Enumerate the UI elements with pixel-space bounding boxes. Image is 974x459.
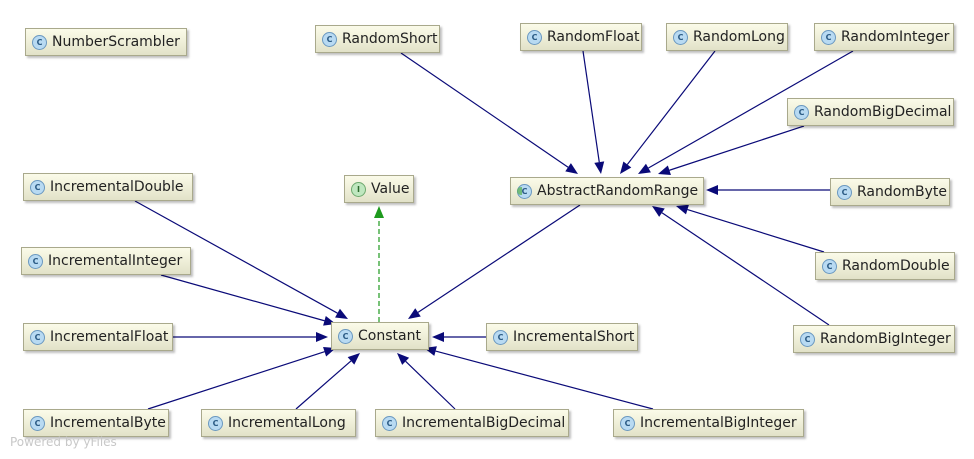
node-random-big-decimal[interactable]: C RandomBigDecimal [787,98,954,126]
node-value[interactable]: I Value [344,175,414,203]
edge-random-big-decimal-to-abstract-random-range [669,125,805,171]
node-label: RandomLong [693,29,785,45]
node-constant[interactable]: C Constant [331,322,429,350]
node-label: RandomInteger [841,29,950,45]
interface-icon: I [351,181,366,197]
class-icon: C [322,31,337,47]
node-label: AbstractRandomRange [537,183,699,199]
edge-random-big-integer-to-abstract-random-range [661,212,830,326]
class-icon: C [30,329,45,345]
edge-random-float-to-abstract-random-range [582,50,600,163]
edge-abstract-random-range-to-constant [417,204,581,313]
class-icon: C [208,415,223,431]
node-label: RandomBigInteger [820,331,951,347]
node-label: IncrementalDouble [50,179,184,195]
node-incremental-integer[interactable]: C IncrementalInteger [21,247,191,275]
node-label: IncrementalBigDecimal [402,415,566,431]
class-icon: C [673,29,688,45]
node-incremental-long[interactable]: C IncrementalLong [201,409,356,437]
edge-random-long-to-abstract-random-range [626,50,716,165]
node-incremental-big-integer[interactable]: C IncrementalBigInteger [613,409,804,437]
arrowhead [347,353,360,365]
watermark: Powered by yFiles [10,435,117,449]
node-incremental-byte[interactable]: C IncrementalByte [23,409,169,437]
class-icon: C [620,415,635,431]
node-label: RandomFloat [547,29,640,45]
node-random-double[interactable]: C RandomDouble [815,252,955,280]
class-icon: C [800,331,815,347]
arrowhead [620,161,632,174]
edge-incremental-byte-to-constant [147,351,325,410]
edge-random-short-to-abstract-random-range [400,52,569,168]
node-label: NumberScrambler [52,34,180,50]
arrowhead [432,332,444,342]
class-icon: C [821,29,836,45]
class-icon: C [30,415,45,431]
arrowhead [397,353,410,365]
node-label: RandomBigDecimal [814,104,952,120]
edge-incremental-big-decimal-to-constant [405,360,456,410]
edge-random-double-to-abstract-random-range [687,208,825,253]
edge-incremental-big-integer-to-constant [435,350,654,410]
node-label: RandomByte [857,184,947,200]
class-icon: C [338,328,353,344]
node-incremental-big-decimal[interactable]: C IncrementalBigDecimal [375,409,569,437]
class-icon: C [32,34,47,50]
node-random-float[interactable]: C RandomFloat [520,23,642,51]
arrowhead [676,204,689,215]
node-incremental-float[interactable]: C IncrementalFloat [23,323,173,351]
node-label: IncrementalInteger [48,253,183,269]
arrowhead [316,332,328,342]
class-icon: C [30,179,45,195]
arrowhead [565,163,578,174]
node-label: IncrementalByte [50,415,166,431]
class-icon: C [794,104,809,120]
arrowhead [706,185,718,195]
class-icon: C [382,415,397,431]
node-random-short[interactable]: C RandomShort [315,25,440,53]
node-abstract-random-range[interactable]: C AbstractRandomRange [510,177,704,205]
class-icon: C [28,253,43,269]
node-incremental-double[interactable]: C IncrementalDouble [23,173,193,201]
class-icon: C [837,184,852,200]
node-label: RandomDouble [842,258,950,274]
node-label: Constant [358,328,421,344]
edge-incremental-long-to-constant [295,360,352,410]
arrowhead [374,206,384,218]
arrowhead [335,308,348,319]
edge-incremental-integer-to-constant [160,274,325,322]
arrowhead [638,163,651,174]
arrowhead [658,165,671,176]
node-label: Value [371,181,410,197]
class-icon: C [527,29,542,45]
class-icon: C [822,258,837,274]
node-label: RandomShort [342,31,438,47]
arrowhead [408,308,421,319]
class-icon: C [493,329,508,345]
arrowhead [594,161,605,174]
node-number-scrambler[interactable]: C NumberScrambler [25,28,187,56]
node-random-integer[interactable]: C RandomInteger [814,23,954,51]
arrowhead [652,206,665,217]
node-label: IncrementalShort [513,329,635,345]
edge-incremental-double-to-constant [134,200,338,314]
node-label: IncrementalFloat [50,329,169,345]
node-incremental-short[interactable]: C IncrementalShort [486,323,638,351]
abstract-class-icon: C [517,183,532,199]
node-label: IncrementalBigInteger [640,415,797,431]
node-random-big-integer[interactable]: C RandomBigInteger [793,325,955,353]
edge-random-integer-to-abstract-random-range [648,50,854,169]
node-random-byte[interactable]: C RandomByte [830,178,950,206]
node-label: IncrementalLong [228,415,346,431]
node-random-long[interactable]: C RandomLong [666,23,788,51]
